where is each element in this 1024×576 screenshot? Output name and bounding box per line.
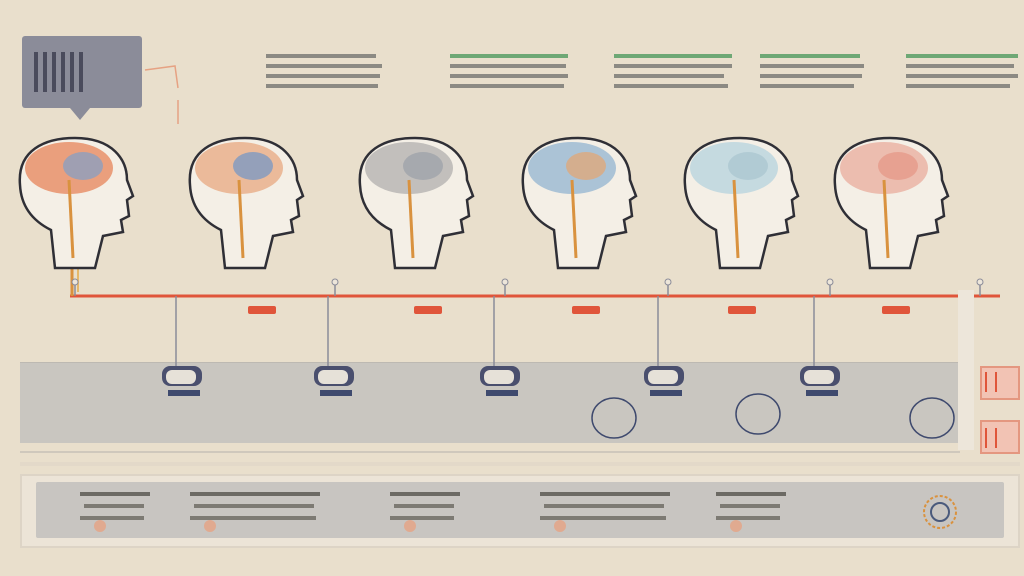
timeline-tag-4 xyxy=(728,306,756,314)
top-text-block-2 xyxy=(450,50,568,94)
circular-seal-icon xyxy=(923,495,957,529)
lab-device-icon xyxy=(800,296,840,396)
panel-item-5 xyxy=(716,492,786,532)
lab-device-icon xyxy=(314,296,354,396)
stage-head-1 xyxy=(18,136,135,296)
brain-lobe xyxy=(878,152,918,180)
timeline-tag-1 xyxy=(248,306,276,314)
top-text-block-5 xyxy=(906,50,1018,94)
timeline-pin-head xyxy=(826,278,834,286)
panel-group xyxy=(80,492,786,532)
timeline-pin-head xyxy=(976,278,984,286)
brain-stem xyxy=(882,179,890,259)
brain-lobe xyxy=(403,152,443,180)
timeline-pin-head xyxy=(71,278,79,286)
band-oval-2 xyxy=(735,393,781,435)
bottom-info-panel xyxy=(20,474,1020,548)
lab-device-icon xyxy=(480,296,520,396)
brain-stem xyxy=(407,179,415,259)
brain-lobe xyxy=(233,152,273,180)
bottom-panel-inner xyxy=(36,482,1004,538)
brain-lobe xyxy=(728,152,768,180)
stage-head-6 xyxy=(833,136,984,296)
top-text-block-1 xyxy=(266,50,382,94)
brain-stem xyxy=(67,179,75,259)
right-edge-column xyxy=(958,290,974,450)
panel-item-1 xyxy=(80,492,150,532)
band-oval-1 xyxy=(591,397,637,439)
brain-stem xyxy=(732,179,740,259)
band-oval-3 xyxy=(909,397,955,439)
brain-stem xyxy=(237,179,245,259)
header-connector xyxy=(144,65,179,124)
timeline-pin-head xyxy=(664,278,672,286)
panel-item-3 xyxy=(390,492,460,532)
top-text-block-3 xyxy=(614,50,732,94)
timeline-pin-head xyxy=(331,278,339,286)
lab-device-icon xyxy=(644,296,684,396)
stage-head-4 xyxy=(521,136,672,296)
brain-lobe xyxy=(566,152,606,180)
timeline-tag-5 xyxy=(882,306,910,314)
brain-stem xyxy=(570,179,578,259)
brain-lobe xyxy=(63,152,103,180)
lab-device-icon xyxy=(162,296,202,396)
header-chart-icon-box xyxy=(22,36,142,120)
timeline-pin-head xyxy=(501,278,509,286)
top-text-block-4 xyxy=(760,50,864,94)
barcode-chart-icon xyxy=(34,52,94,92)
stage-head-3 xyxy=(358,136,509,296)
timeline-tag-3 xyxy=(572,306,600,314)
panel-item-4 xyxy=(540,492,670,532)
stage-head-5 xyxy=(683,136,834,296)
stage-head-2 xyxy=(188,136,339,296)
device-group xyxy=(162,296,955,439)
stage-group xyxy=(18,136,984,314)
timeline-tag-2 xyxy=(414,306,442,314)
panel-item-2 xyxy=(190,492,320,532)
